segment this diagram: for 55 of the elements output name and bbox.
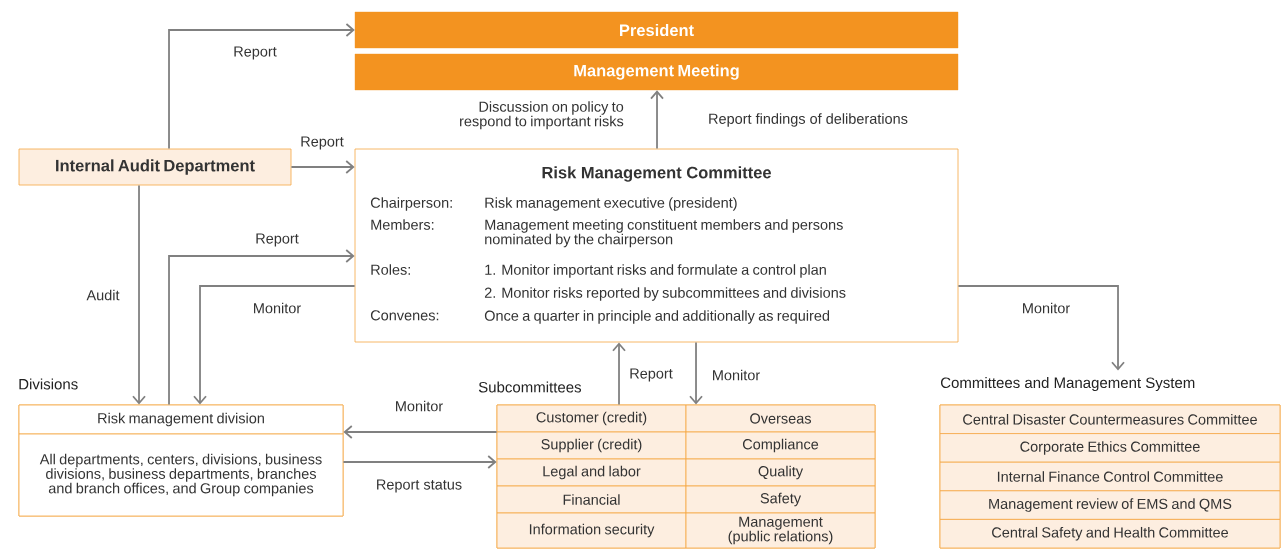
table-cell: Customer (credit) — [496, 404, 687, 433]
arrow — [132, 184, 146, 405]
table-cell: Management (public relations) — [685, 512, 876, 549]
title-bar: Management Meeting — [354, 53, 959, 91]
table-cell: Supplier (credit) — [496, 431, 687, 460]
table-cell: Quality — [685, 458, 876, 487]
arrow — [168, 249, 355, 406]
edge-label: Report — [628, 367, 674, 383]
table-cell: Management review of EMS and QMS — [939, 490, 1281, 520]
department-box: Internal Audit Department — [18, 148, 292, 186]
field-value: 1. Monitor important risks and formulate a control plan — [485, 264, 826, 278]
field-value: Once a quarter in principle and additionally as required — [484, 310, 830, 324]
group-heading: Subcommittees — [478, 381, 581, 393]
table-cell: Internal Finance Control Committee — [939, 461, 1281, 492]
arrow — [957, 285, 1125, 371]
arrow — [343, 425, 498, 439]
field-value: Management meeting constituent members and persons nominated by the chairperson — [485, 219, 843, 248]
edge-label: Report — [254, 232, 300, 248]
table-cell: Corporate Ethics Committee — [939, 433, 1281, 463]
edge-label: Monitor — [1020, 301, 1072, 315]
group-heading: Committees and Management System — [941, 377, 1195, 391]
edge-label: Monitor — [710, 368, 762, 382]
field-label: Members: — [371, 219, 434, 230]
edge-label: Report status — [374, 478, 464, 494]
table-cell: Financial — [496, 485, 687, 514]
edge-label: Audit — [85, 288, 121, 302]
field-label: Roles: — [371, 264, 410, 275]
edge-label: Report — [299, 135, 345, 151]
arrow — [168, 23, 355, 150]
arrow — [689, 341, 703, 405]
arrow — [612, 342, 626, 406]
edge-label: Report — [232, 45, 278, 61]
arrow — [290, 160, 355, 174]
table-cell: Risk management division — [18, 404, 344, 435]
arrow — [193, 285, 356, 405]
edge-label: Report findings of deliberations — [707, 112, 909, 128]
field-label: Chairperson: — [370, 197, 452, 211]
annotation-text: Discussion on policy to respond to important risks — [460, 101, 624, 130]
edge-label: Monitor — [251, 301, 303, 315]
arrow — [342, 455, 497, 469]
table-cell: Overseas — [685, 404, 876, 433]
field-label: Convenes: — [370, 310, 439, 321]
box-heading: Risk Management Committee — [542, 166, 771, 182]
field-value: 2. Monitor risks reported by subcommittees and divisions — [484, 287, 846, 301]
table-cell: Legal and labor — [496, 458, 687, 487]
table-cell: Central Safety and Health Committee — [939, 519, 1281, 549]
table-cell: Safety — [685, 485, 876, 514]
table-cell: Compliance — [685, 431, 876, 460]
arrow — [650, 90, 664, 150]
table-cell: Information security — [496, 512, 687, 549]
title-bar: President — [354, 11, 959, 49]
edge-label: Monitor — [393, 399, 445, 413]
table-cell: Central Disaster Countermeasures Committee — [939, 404, 1281, 434]
field-value: Risk management executive (president) — [485, 197, 737, 211]
group-heading: Divisions — [19, 378, 78, 390]
